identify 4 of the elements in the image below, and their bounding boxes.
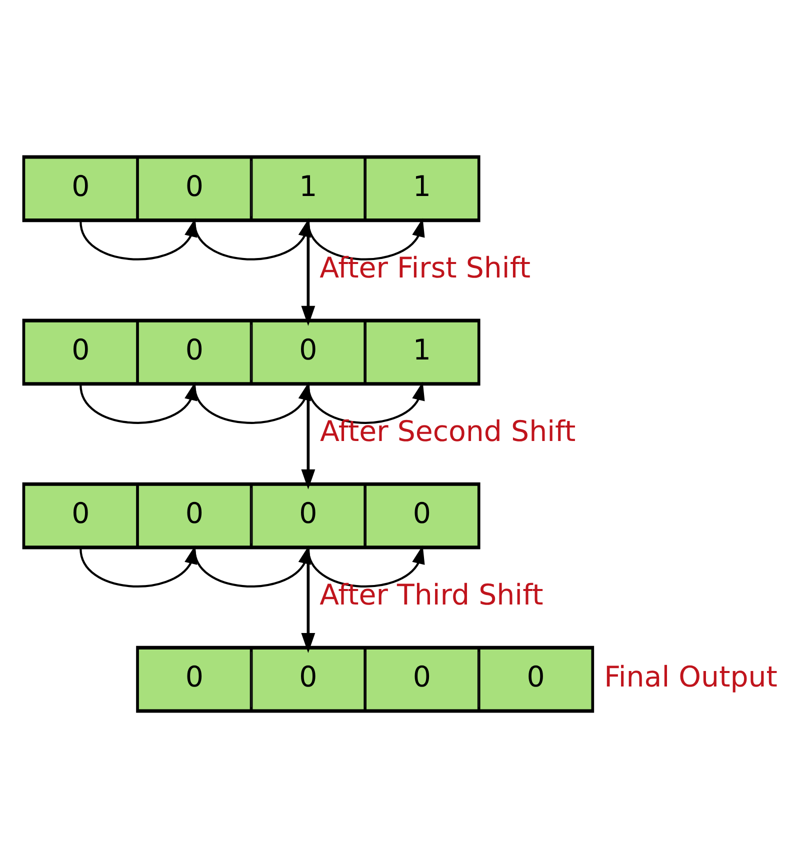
node-label: Final Output	[604, 660, 778, 694]
edge-label: After Third Shift	[320, 578, 544, 612]
edge-label: After First Shift	[320, 252, 530, 285]
edge-label: After Second Shift	[320, 415, 576, 448]
